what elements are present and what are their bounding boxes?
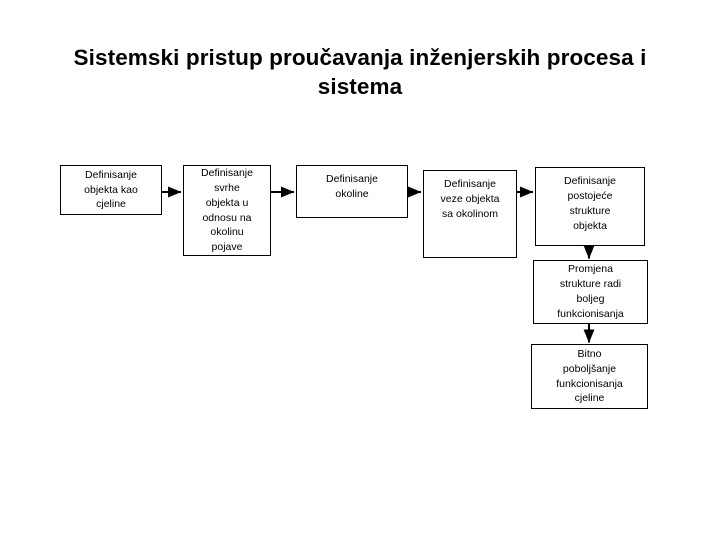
flow-node-promjena-strukture-radi-boljeg-funkcionisanja[interactable]: Promjena strukture radi boljeg funkcioni… (533, 260, 648, 324)
flow-node-definisanje-veze-objekta-sa-okolinom[interactable]: Definisanje veze objekta sa okolinom (423, 170, 517, 258)
flow-node-label: Definisanje objekta kao cjeline (84, 168, 138, 211)
flow-node-label: Definisanje svrhe objekta u odnosu na ok… (201, 166, 253, 254)
flow-node-definisanje-svrhe-objekta[interactable]: Definisanje svrhe objekta u odnosu na ok… (183, 165, 271, 256)
flow-node-label: Definisanje veze objekta sa okolinom (440, 178, 500, 220)
page-title: Sistemski pristup proučavanja inženjersk… (73, 45, 647, 99)
flow-node-definisanje-objekta-kao-cjeline[interactable]: Definisanje objekta kao cjeline (60, 165, 162, 215)
flow-node-definisanje-postojece-strukture-objekta[interactable]: Definisanje postojeće strukture objekta (535, 167, 645, 246)
flow-node-label: Definisanje okoline (326, 173, 378, 200)
flow-node-label: Promjena strukture radi boljeg funkcioni… (557, 263, 624, 320)
flow-node-label: Bitno poboljšanje funkcionisanja cjeline (556, 347, 623, 405)
flow-node-label: Definisanje postojeće strukture objekta (564, 175, 616, 232)
flow-node-definisanje-okoline[interactable]: Definisanje okoline (296, 165, 408, 218)
flow-node-bitno-poboljsanje-funkcionisanja-cjeline[interactable]: Bitno poboljšanje funkcionisanja cjeline (531, 344, 648, 409)
